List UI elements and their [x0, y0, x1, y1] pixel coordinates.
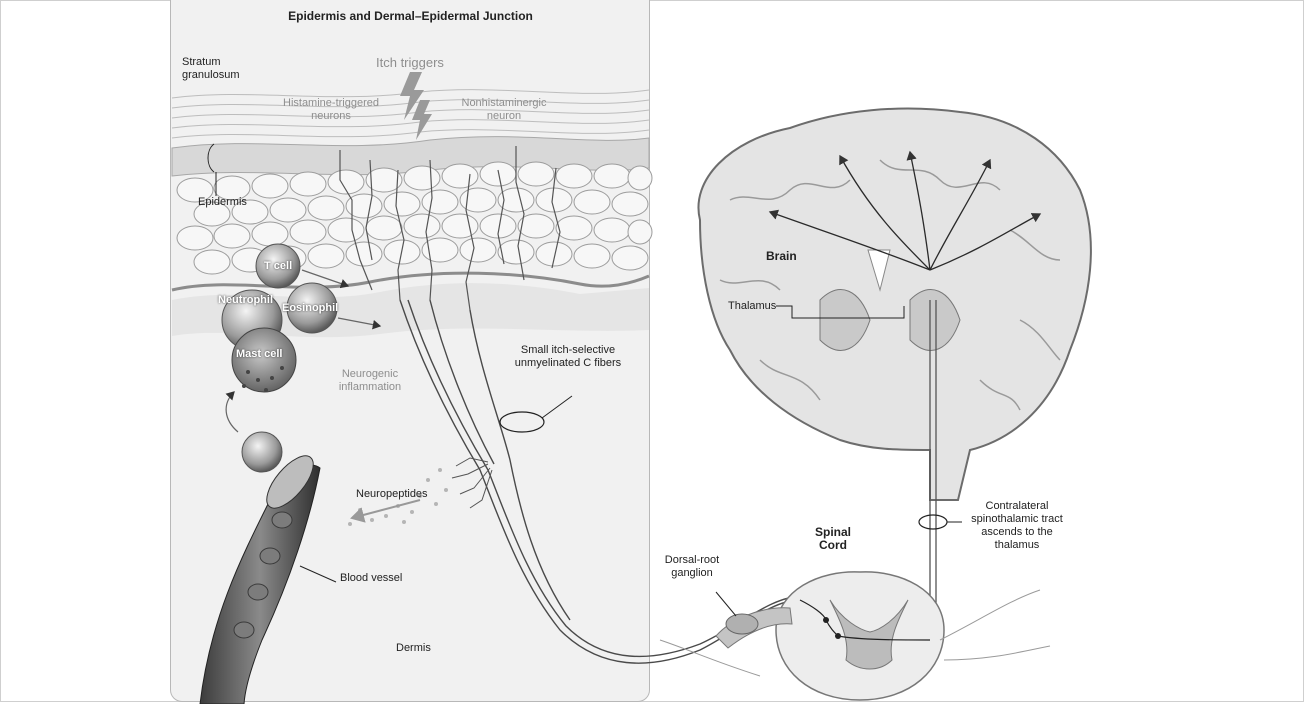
spinal-cord-label: Spinal Cord — [806, 526, 860, 552]
c-fiber-marker — [500, 412, 544, 432]
tract-marker — [919, 515, 947, 529]
c-fibers-label: Small itch-selective unmyelinated C fibe… — [508, 344, 628, 370]
lightning-icon — [400, 72, 432, 140]
neuropeptides-label: Neuropeptides — [356, 488, 428, 501]
itch-triggers-label: Itch triggers — [376, 56, 444, 69]
tract-label: Contralateral spinothalamic tract ascend… — [962, 500, 1072, 552]
blood-vessel-label: Blood vessel — [340, 572, 402, 585]
brain-label: Brain — [766, 250, 797, 263]
neuropeptide-terminals — [452, 458, 492, 508]
epidermis-label: Epidermis — [198, 196, 247, 209]
dorsal-root-label: Dorsal-root ganglion — [644, 554, 740, 580]
spinal-cord-section — [776, 572, 944, 700]
neutrophil-label: Neutrophil — [218, 294, 273, 307]
blood-vessel — [200, 432, 321, 704]
panel-title: Epidermis and Dermal–Epidermal Junction — [258, 10, 563, 23]
thalamus-label: Thalamus — [728, 300, 776, 313]
t-cell-label: T cell — [264, 260, 292, 273]
stratum-label: Stratum granulosum — [182, 56, 250, 82]
nonhistaminergic-label: Nonhistaminergic neuron — [454, 97, 554, 123]
c-fiber-leader — [542, 396, 572, 418]
eosinophil-label: Eosinophil — [282, 302, 338, 315]
leukocyte-cell — [242, 432, 282, 472]
histamine-neurons-label: Histamine-triggered neurons — [266, 97, 396, 123]
dermis-label: Dermis — [396, 642, 431, 655]
epidermis-cells — [177, 162, 652, 274]
mast-cell-label: Mast cell — [236, 348, 282, 361]
neurogenic-label: Neurogenic inflammation — [320, 368, 420, 394]
